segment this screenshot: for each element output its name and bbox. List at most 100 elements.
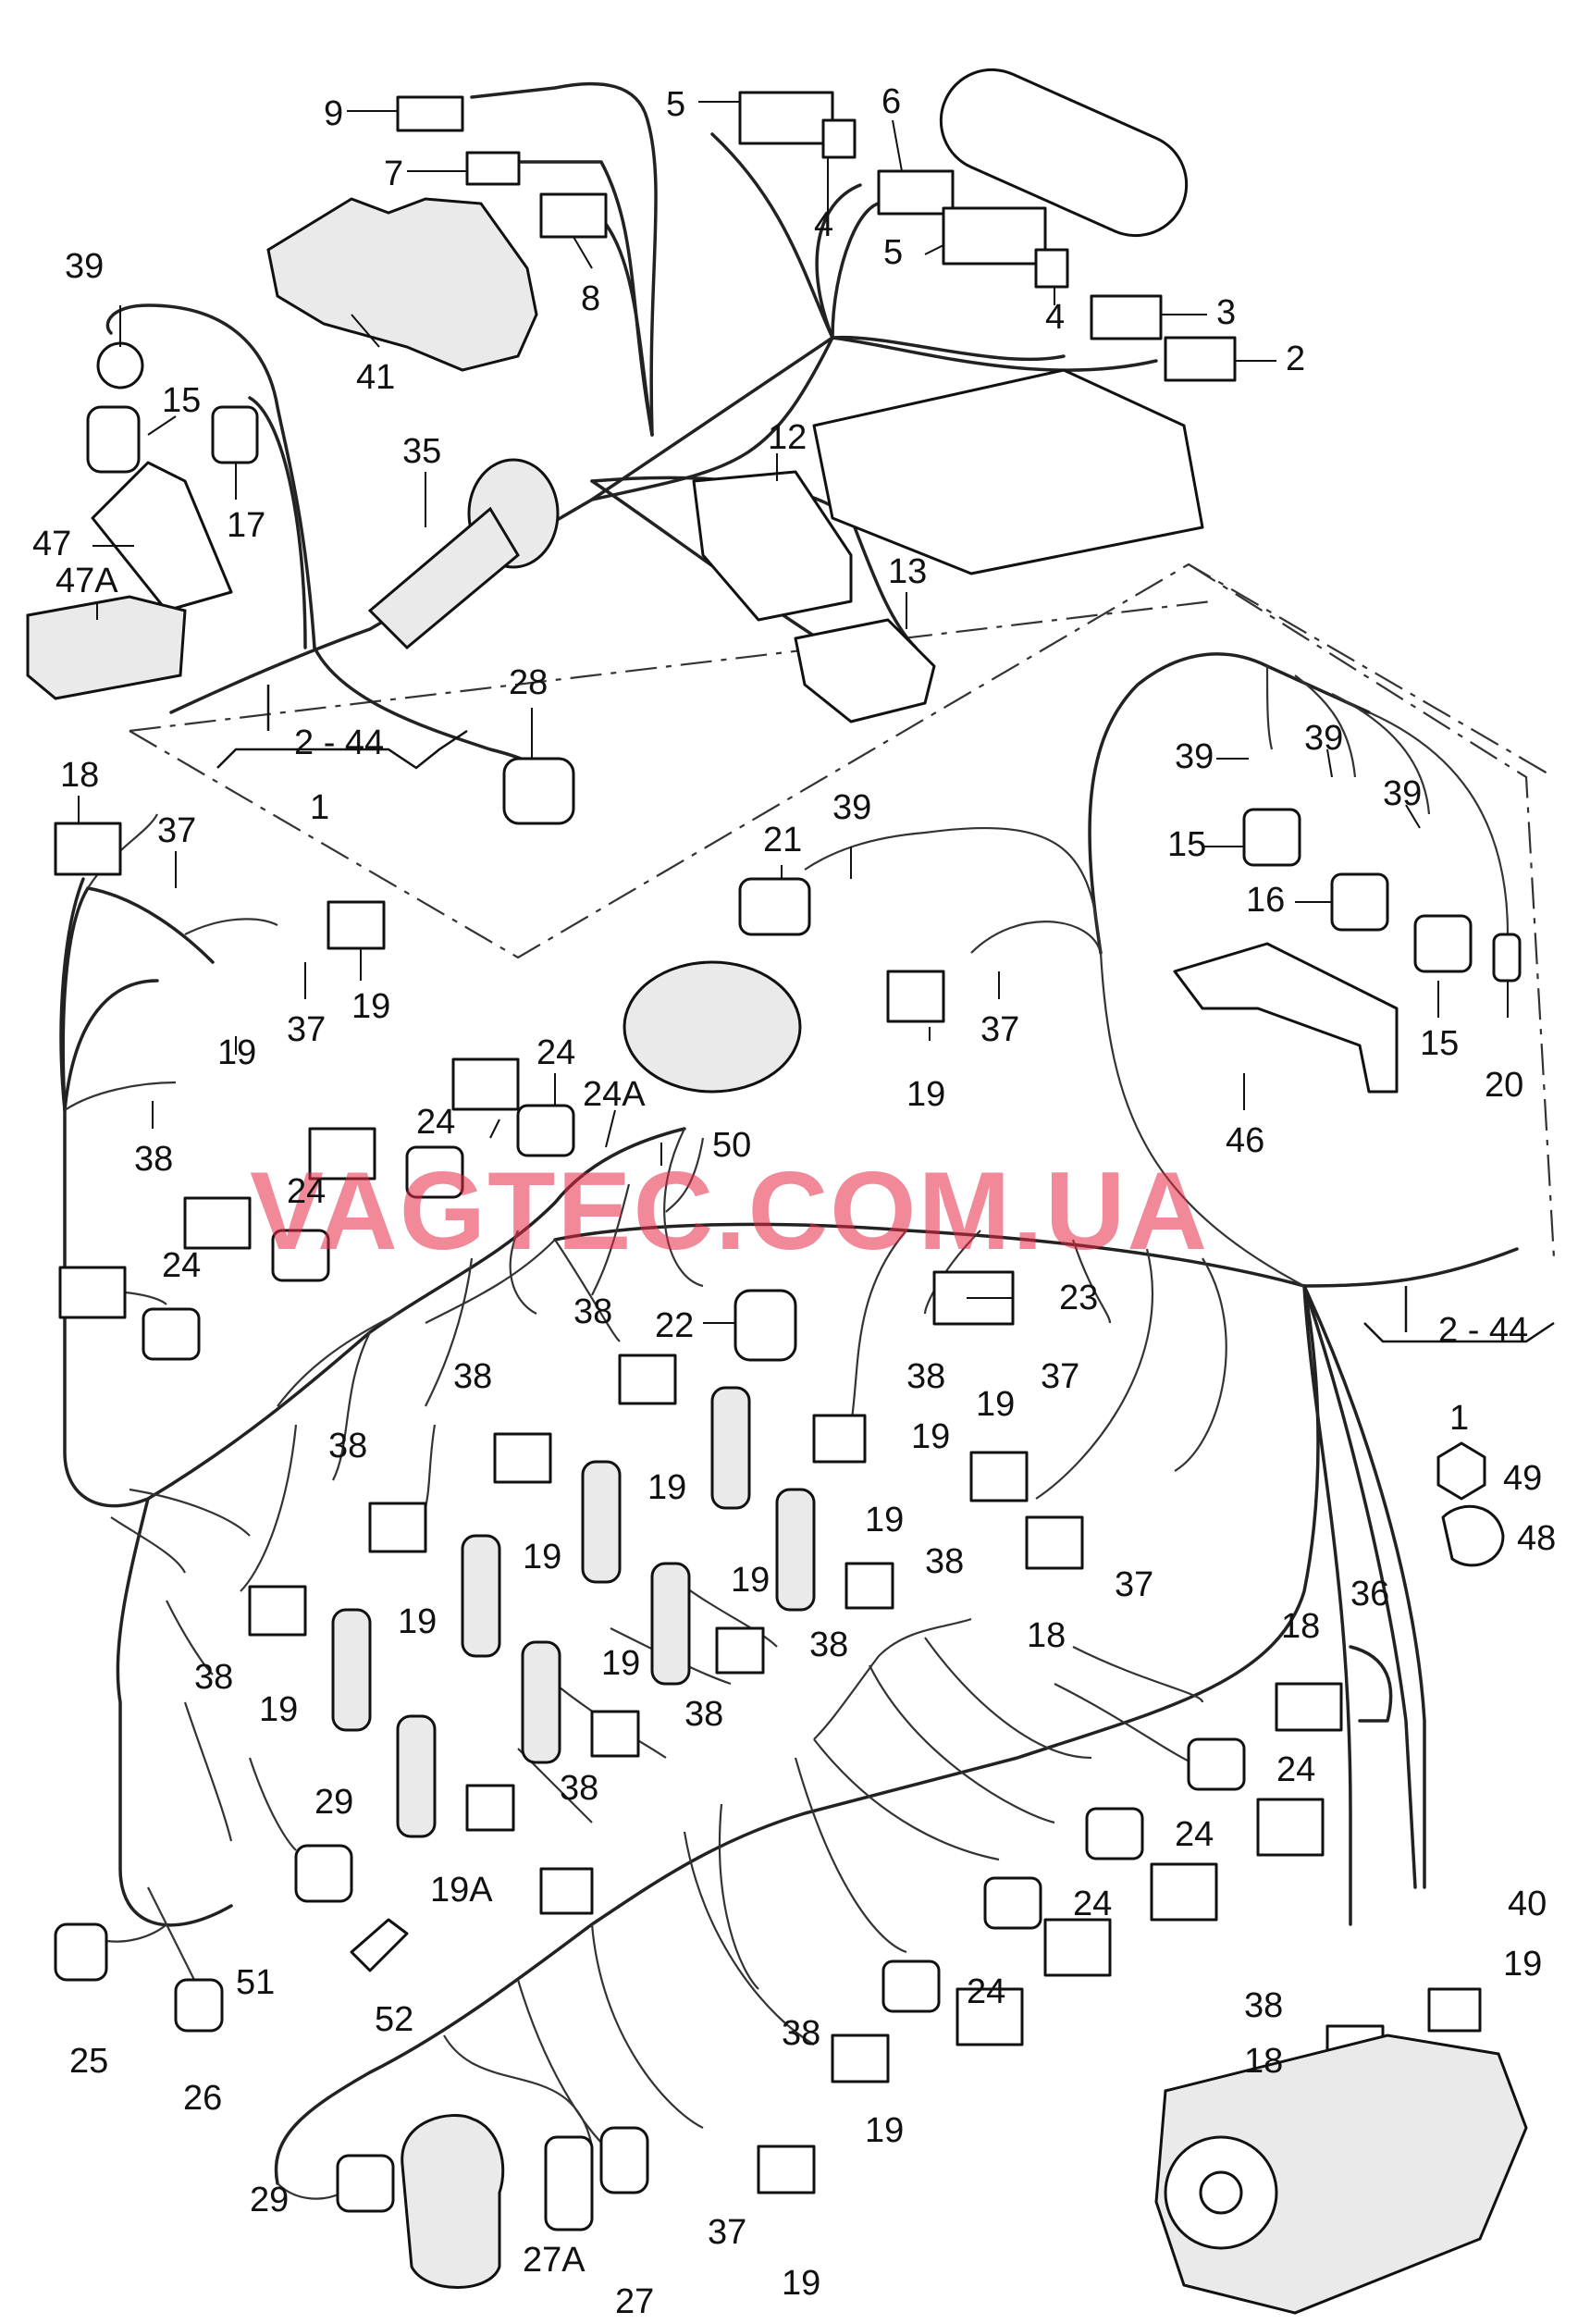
label-24-g: 24 bbox=[1073, 1885, 1112, 1923]
label-49: 49 bbox=[1503, 1459, 1542, 1498]
connector-15c bbox=[1413, 914, 1473, 973]
connector-24k bbox=[983, 1876, 1042, 1930]
connector-19e bbox=[368, 1502, 427, 1553]
label-37-upper: 37 bbox=[287, 1010, 326, 1049]
transmission-hub bbox=[1199, 2170, 1243, 2215]
label-5-top: 5 bbox=[666, 85, 685, 124]
connector-24b bbox=[516, 1104, 575, 1157]
connector-16 bbox=[1330, 872, 1389, 932]
label-19-j: 19 bbox=[865, 1501, 904, 1539]
group-brackets bbox=[216, 685, 1555, 1343]
seal-39a bbox=[96, 341, 144, 389]
connector-19d bbox=[493, 1432, 552, 1484]
connector-13 bbox=[794, 618, 936, 723]
bolt-52 bbox=[350, 1918, 409, 1972]
label-24-b: 24 bbox=[416, 1103, 455, 1142]
label-19-h: 19 bbox=[398, 1602, 437, 1641]
connector-4a bbox=[821, 118, 857, 159]
harness-wires bbox=[59, 81, 1519, 2200]
connector-5a bbox=[738, 91, 834, 145]
connector-18b bbox=[1025, 1515, 1084, 1570]
label-4-mid: 4 bbox=[1045, 298, 1065, 337]
label-24-d: 24 bbox=[162, 1246, 201, 1285]
label-47a: 47A bbox=[55, 562, 118, 600]
connector-5b bbox=[942, 206, 1047, 266]
coil-3 bbox=[1043, 1918, 1112, 1977]
label-29-b: 29 bbox=[250, 2181, 289, 2219]
connector-24f bbox=[271, 1229, 330, 1282]
bracket-46 bbox=[1173, 942, 1399, 1094]
label-38-i: 38 bbox=[684, 1695, 723, 1734]
label-36: 36 bbox=[1350, 1575, 1389, 1613]
coil-24a bbox=[451, 1057, 520, 1111]
label-18-top: 18 bbox=[60, 756, 99, 795]
group-range-top-left: 2 - 44 bbox=[294, 723, 384, 762]
connector-15a bbox=[86, 405, 141, 474]
group-boundaries bbox=[129, 562, 1556, 1259]
label-37-e: 37 bbox=[1115, 1565, 1153, 1604]
coil-24c bbox=[308, 1127, 376, 1181]
connector-8 bbox=[539, 192, 608, 239]
label-38-d: 38 bbox=[453, 1357, 492, 1396]
label-24a: 24A bbox=[583, 1075, 646, 1114]
label-29-a: 29 bbox=[314, 1783, 353, 1822]
connector-21 bbox=[738, 877, 811, 936]
label-37-top: 37 bbox=[157, 811, 196, 850]
label-40: 40 bbox=[1508, 1885, 1547, 1923]
label-19-g: 19 bbox=[259, 1690, 298, 1729]
label-26: 26 bbox=[183, 2079, 222, 2118]
label-19-f: 19 bbox=[523, 1538, 561, 1576]
connector-bracket-top bbox=[939, 68, 1189, 238]
label-15-right-a: 15 bbox=[1167, 825, 1206, 864]
group-id-top-left: 1 bbox=[310, 788, 329, 827]
connector-24h bbox=[142, 1307, 201, 1361]
label-38-h: 38 bbox=[809, 1626, 848, 1664]
label-37-d: 37 bbox=[1041, 1357, 1079, 1396]
connector-19o bbox=[831, 2034, 890, 2083]
label-27a: 27A bbox=[523, 2241, 586, 2280]
label-39-mid: 39 bbox=[832, 788, 871, 827]
label-38-b: 38 bbox=[573, 1292, 612, 1331]
label-19-d: 19 bbox=[911, 1417, 950, 1456]
parts bbox=[26, 68, 1528, 2315]
label-8: 8 bbox=[581, 279, 600, 318]
label-7: 7 bbox=[384, 155, 403, 193]
vacuum-unit bbox=[401, 2114, 505, 2289]
coil-4 bbox=[955, 1987, 1024, 2046]
label-20: 20 bbox=[1485, 1066, 1523, 1105]
label-38-f: 38 bbox=[194, 1658, 233, 1697]
bracket-47 bbox=[91, 461, 233, 612]
label-38-g: 38 bbox=[925, 1542, 964, 1581]
connector-3 bbox=[1090, 294, 1163, 340]
connector-25 bbox=[54, 1922, 108, 1982]
connector-19j bbox=[715, 1626, 765, 1675]
label-39-right-c: 39 bbox=[1383, 774, 1422, 813]
group-id-right: 1 bbox=[1449, 1399, 1469, 1438]
connector-17 bbox=[211, 405, 259, 464]
connector-19k bbox=[590, 1710, 640, 1758]
housing-47a bbox=[26, 595, 187, 700]
connector-19h bbox=[969, 1451, 1029, 1502]
injector-8 bbox=[396, 1714, 437, 1838]
relay-12 bbox=[692, 470, 853, 622]
label-19-e: 19 bbox=[647, 1468, 686, 1507]
connector-19g bbox=[812, 1414, 867, 1464]
coil-1 bbox=[1256, 1798, 1325, 1857]
connector-4b bbox=[1034, 248, 1069, 289]
connector-24d bbox=[405, 1145, 464, 1199]
label-37-f: 37 bbox=[708, 2213, 746, 2252]
connector-18c bbox=[1275, 1682, 1343, 1732]
clip-48 bbox=[1441, 1504, 1505, 1567]
ecu-unit bbox=[812, 368, 1204, 575]
label-38-c: 38 bbox=[906, 1357, 945, 1396]
part-labels: 9 7 8 41 5 4 6 5 4 3 2 39 15 17 47 47A 3… bbox=[32, 82, 1556, 2321]
connector-19a-a bbox=[539, 1867, 594, 1915]
label-19-l: 19 bbox=[601, 1644, 640, 1683]
connector-7 bbox=[465, 151, 521, 186]
injector-4 bbox=[331, 1608, 372, 1732]
connector-19c bbox=[618, 1354, 677, 1405]
connector-29a bbox=[294, 1844, 353, 1903]
label-13: 13 bbox=[888, 552, 927, 591]
label-3: 3 bbox=[1216, 293, 1236, 332]
